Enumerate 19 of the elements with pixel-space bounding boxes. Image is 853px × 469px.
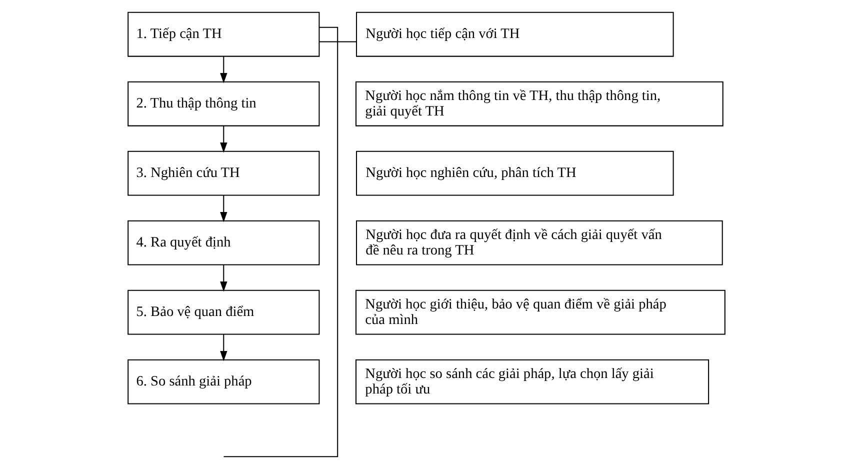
node-box: 1. Tiếp cận TH xyxy=(128,12,320,57)
node-box: Người học giới thiệu, bảo vệ quan điểm về giải pháp của mình xyxy=(355,290,726,335)
node-box: 5. Bảo vệ quan điểm xyxy=(128,290,320,335)
node-box: 4. Ra quyết định xyxy=(128,220,320,266)
node-box: 2. Thu thập thông tin xyxy=(128,81,320,126)
node-box: Người học nắm thông tin về TH, thu thập thông tin, giải quyết TH xyxy=(355,81,724,126)
node-box: Người học tiếp cận với TH xyxy=(356,12,674,57)
arrow xyxy=(220,334,228,362)
node-box: 3. Nghiên cứu TH xyxy=(128,150,320,196)
node-box: Người học đưa ra quyết định về cách giải quyết vấn đề nêu ra trong TH xyxy=(356,220,723,266)
connector xyxy=(224,26,338,458)
node-box: Người học nghiên cứu, phân tích TH xyxy=(356,150,674,196)
arrow xyxy=(220,126,228,153)
arrow xyxy=(220,264,228,292)
arrow xyxy=(220,195,228,222)
node-box: 6. So sánh giải pháp xyxy=(128,359,320,404)
node-box: Người học so sánh các giải pháp, lựa chọn lấy giải pháp tối ưu xyxy=(355,359,710,404)
connector xyxy=(319,41,356,42)
arrow xyxy=(220,56,228,84)
